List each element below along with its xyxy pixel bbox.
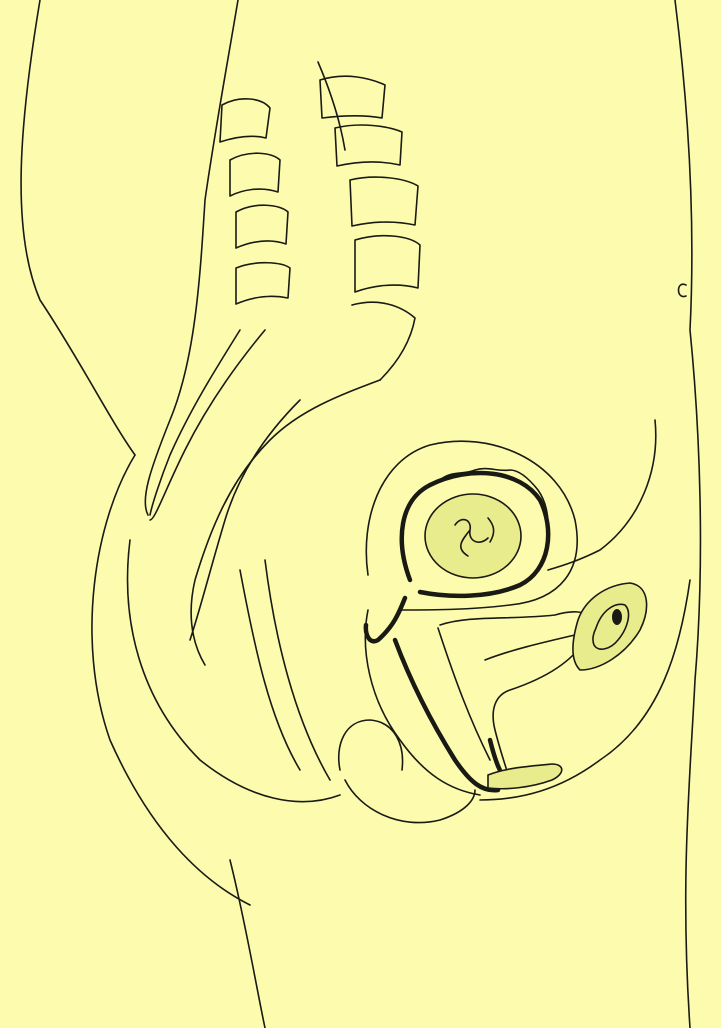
cervical-canal — [366, 598, 405, 641]
spinous-process — [236, 263, 290, 304]
thigh-outline-lower — [230, 860, 265, 1028]
perineum-curve — [345, 780, 475, 823]
buttock-outline — [92, 455, 250, 905]
sacrum-inner-curve — [191, 380, 380, 665]
pelvic-floor-curve — [265, 560, 330, 780]
vertebra — [355, 236, 420, 292]
sacrum-curve — [150, 330, 240, 515]
back-outline — [21, 0, 135, 455]
sacrum — [150, 330, 380, 665]
pelvic-floor-curve — [128, 540, 340, 802]
vaginal-wall-inner — [438, 628, 490, 760]
sacrum-anterior-curve — [190, 400, 300, 640]
abdomen-outline — [675, 0, 700, 1028]
pubic-core — [612, 609, 622, 625]
vertebra — [335, 125, 402, 166]
vertebra — [320, 76, 385, 118]
vertebral-column — [220, 62, 420, 380]
pelvic-floor-curve — [240, 570, 300, 770]
navel — [679, 284, 687, 296]
vaginal-canal — [395, 640, 498, 790]
embryo — [425, 494, 521, 578]
spinous-process — [230, 153, 280, 196]
pubic-symphysis — [573, 583, 647, 670]
perineum-curve — [339, 720, 403, 770]
spinous-process — [236, 205, 288, 248]
bladder-inner — [485, 635, 575, 660]
vertebra — [350, 177, 418, 226]
spinous-process — [220, 99, 270, 142]
sacrum-upper — [352, 302, 415, 380]
